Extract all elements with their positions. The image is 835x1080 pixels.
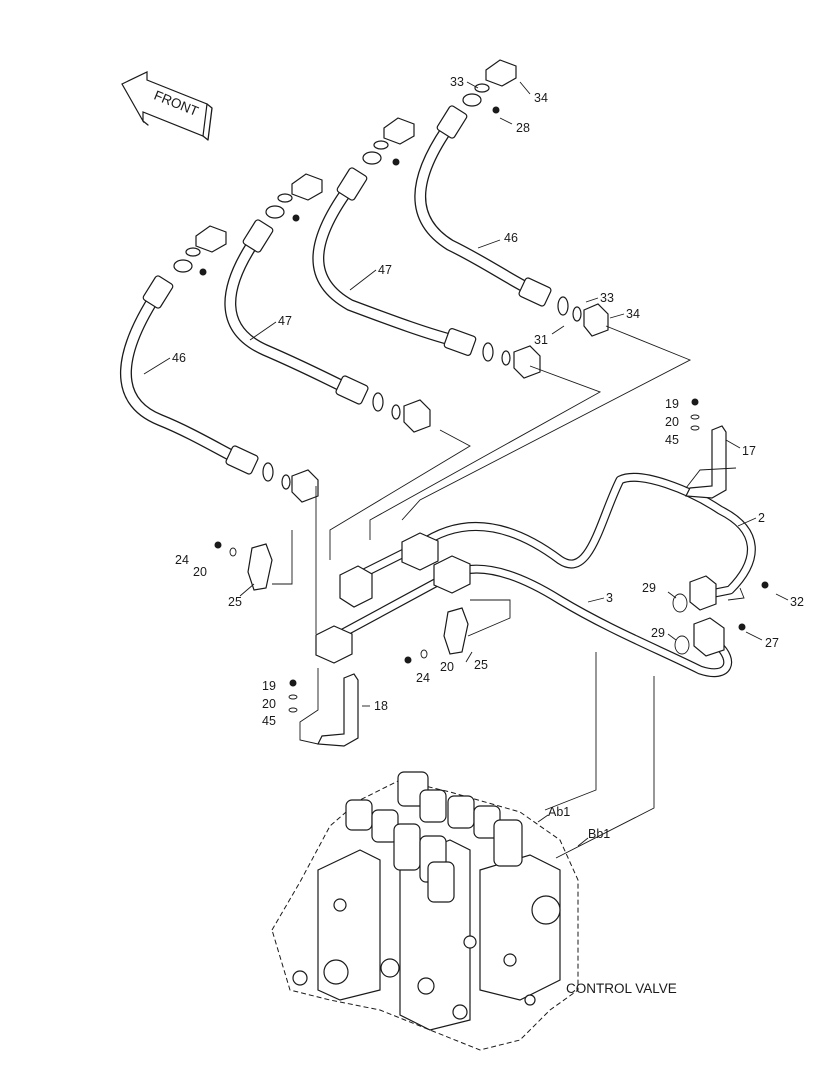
callout-labels: 33 34 28 46 47 47 46 33 31 34 19 20 45 1…	[172, 75, 804, 728]
callout-19-bottom: 19	[262, 679, 276, 693]
callout-34-top: 34	[534, 91, 548, 105]
control-valve	[271, 771, 579, 1051]
callout-17: 17	[742, 444, 756, 458]
pipe-3	[325, 564, 733, 678]
callout-20-left: 20	[193, 565, 207, 579]
callout-19-top: 19	[665, 397, 679, 411]
callout-28: 28	[516, 121, 530, 135]
callout-27: 27	[765, 636, 779, 650]
callout-25-left: 25	[228, 595, 242, 609]
callout-33-mid: 33	[600, 291, 614, 305]
callout-18: 18	[374, 699, 388, 713]
callout-33-top: 33	[450, 75, 464, 89]
callout-20-top: 20	[665, 415, 679, 429]
callout-31: 31	[534, 333, 548, 347]
callout-20-bottom: 20	[262, 697, 276, 711]
hose-47-b	[312, 117, 541, 379]
bracket-17	[685, 398, 727, 499]
callout-leaders	[143, 81, 789, 847]
callout-47-a: 47	[278, 314, 292, 328]
callout-29-bottom: 29	[651, 626, 665, 640]
hose-47-a	[224, 173, 431, 433]
port-label-ab1: Ab1	[548, 805, 570, 819]
hose-46-right	[414, 59, 609, 337]
callout-3: 3	[606, 591, 613, 605]
callout-46-right: 46	[504, 231, 518, 245]
callout-20-right: 20	[440, 660, 454, 674]
callout-25-right: 25	[474, 658, 488, 672]
bracket-18	[288, 673, 359, 747]
pipe-flanges	[672, 575, 769, 657]
callout-45-bottom: 45	[262, 714, 276, 728]
pipe-2	[345, 472, 756, 600]
control-valve-label: CONTROL VALVE	[566, 981, 677, 996]
hose-46-left	[120, 225, 319, 503]
callout-46-left: 46	[172, 351, 186, 365]
callout-45-top: 45	[665, 433, 679, 447]
clip-25-right	[404, 607, 469, 664]
pipe-clamp-blocks	[315, 532, 471, 664]
callout-47-b: 47	[378, 263, 392, 277]
callout-34-mid: 34	[626, 307, 640, 321]
port-label-bb1: Bb1	[588, 827, 610, 841]
callout-29-top: 29	[642, 581, 656, 595]
clip-25-left	[214, 541, 273, 591]
callout-24-left: 24	[175, 553, 189, 567]
callout-2: 2	[758, 511, 765, 525]
callout-32: 32	[790, 595, 804, 609]
callout-24-right: 24	[416, 671, 430, 685]
routing-lines	[272, 325, 745, 859]
front-arrow-icon: FRONT	[121, 71, 213, 141]
